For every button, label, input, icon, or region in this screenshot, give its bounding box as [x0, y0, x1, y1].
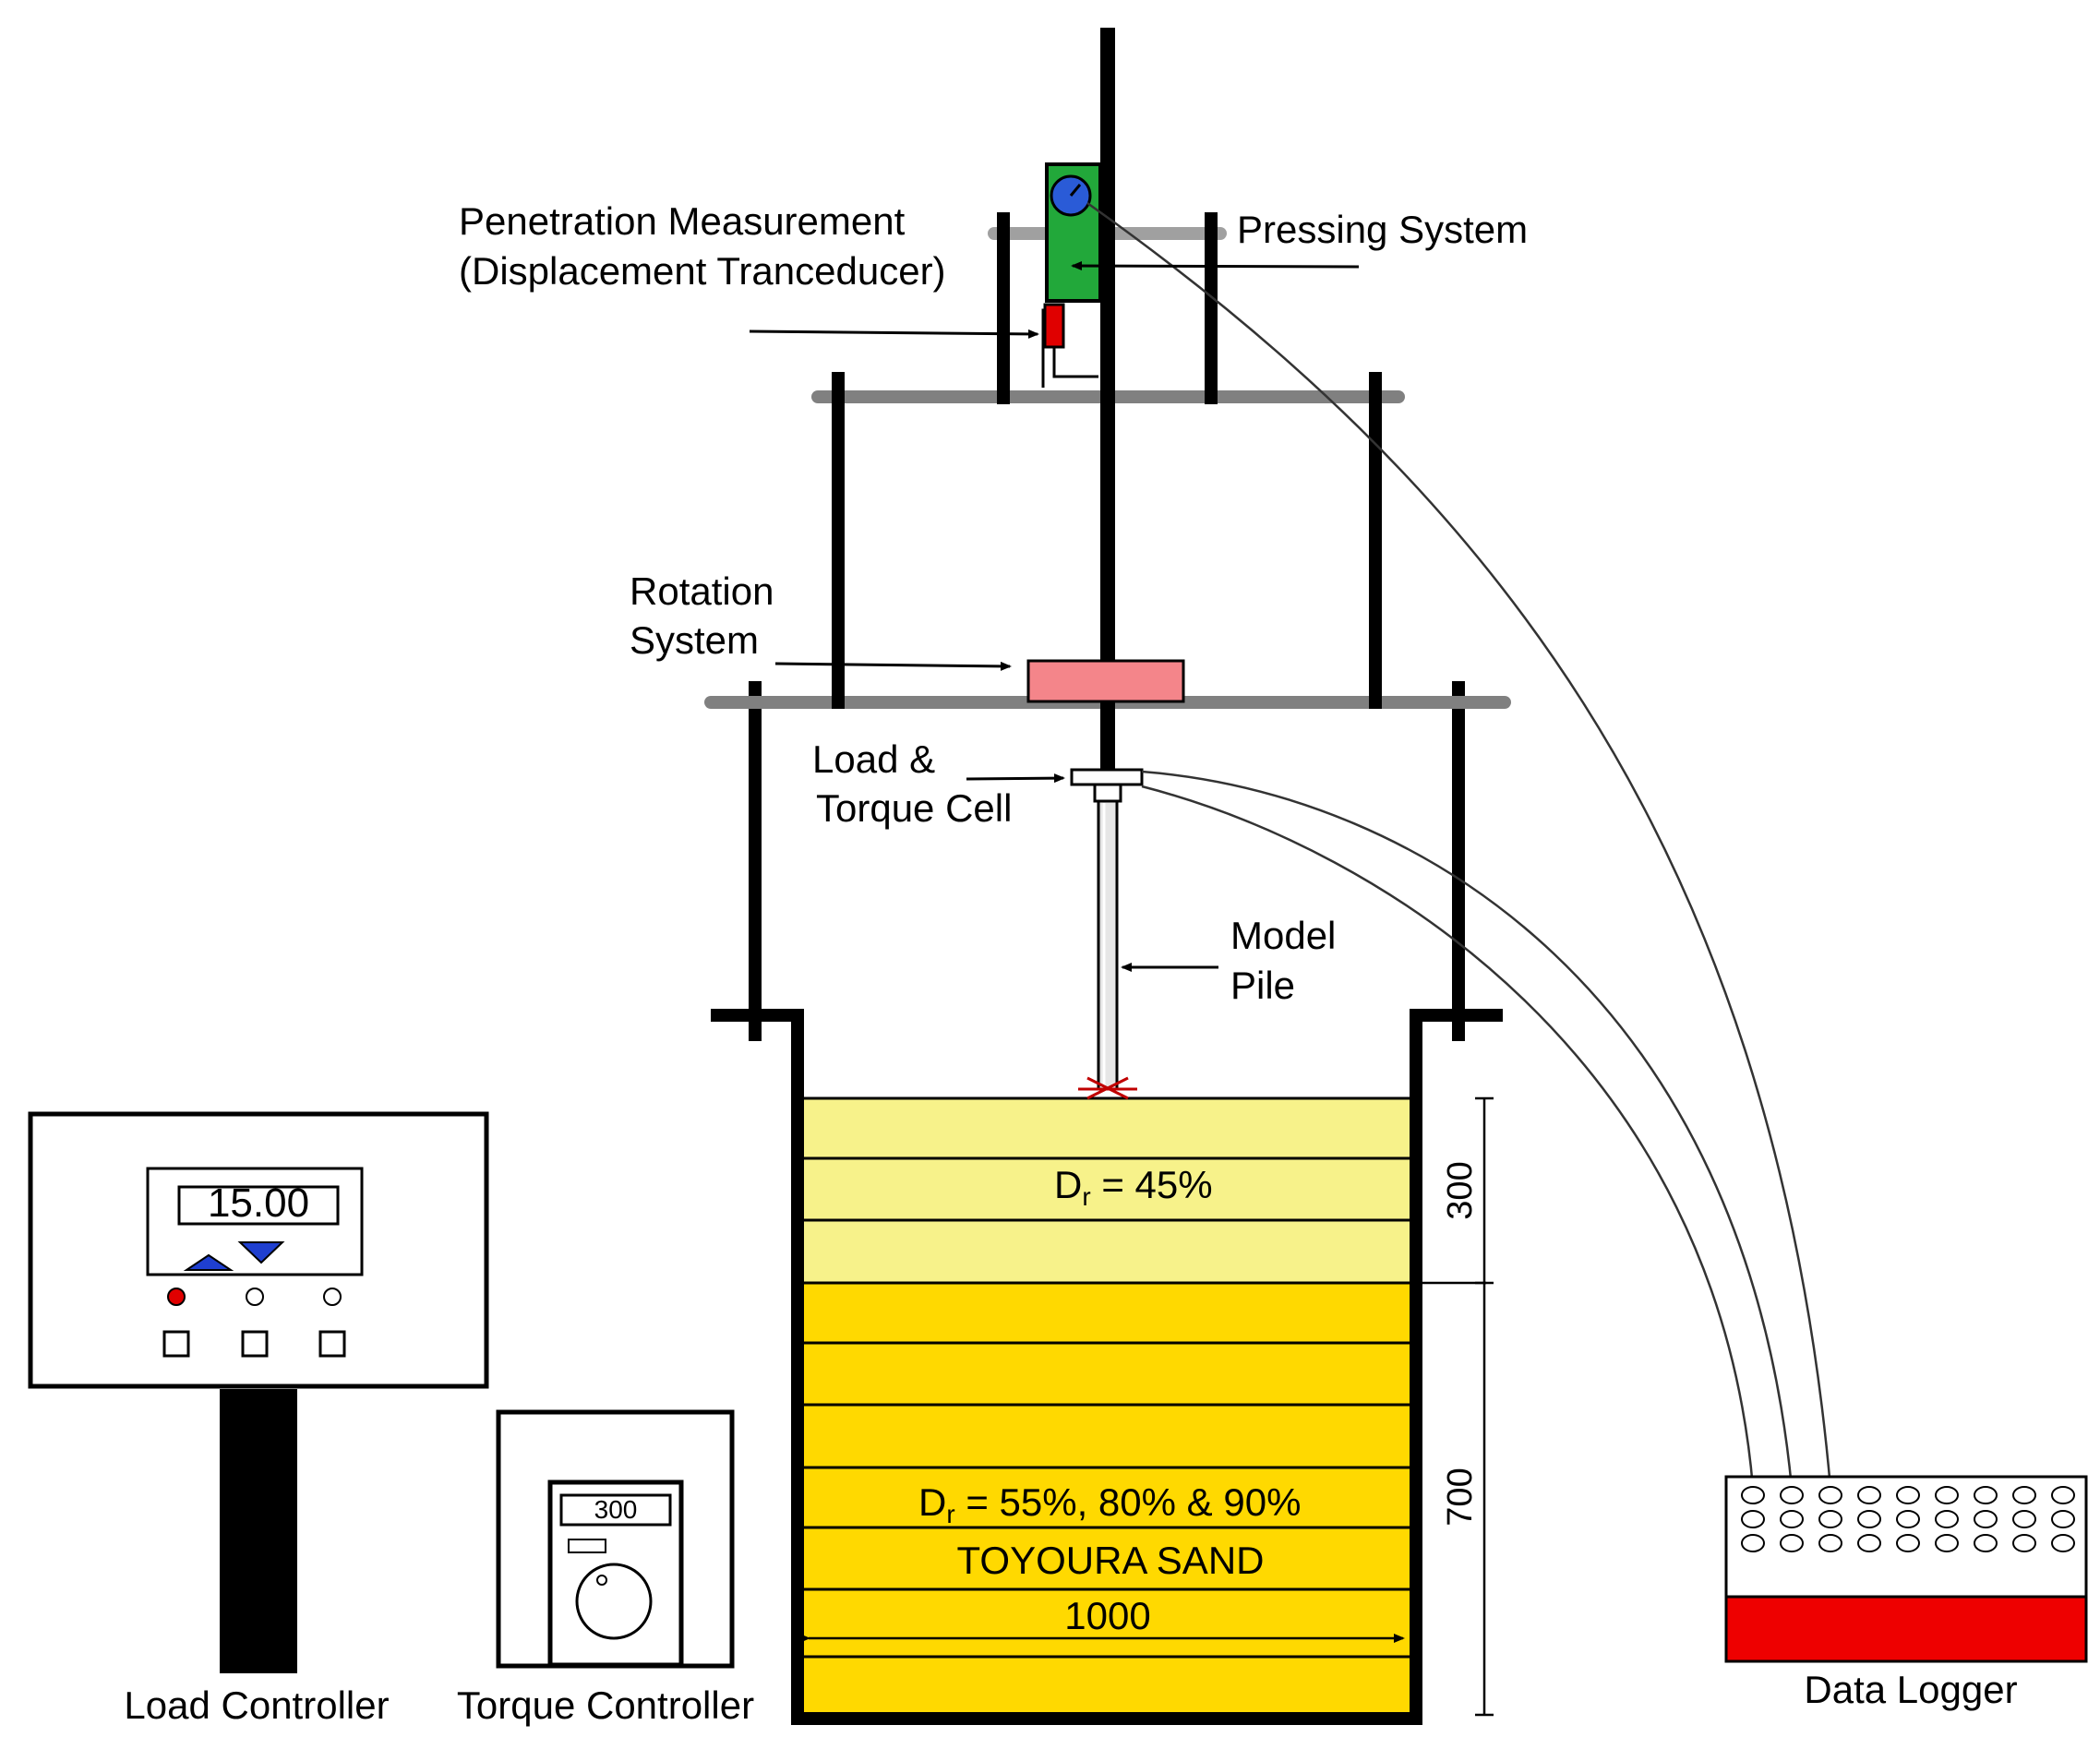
loadcell-label-line1: Load &: [812, 737, 935, 781]
triangle-up-icon[interactable]: [183, 1253, 234, 1271]
torque-display-value: 300: [594, 1495, 638, 1524]
load-controller: [28, 1111, 489, 1673]
arrow-loadcell: [966, 773, 1065, 784]
tank-wall: [711, 1009, 1503, 1725]
arrow-pressing: [1071, 261, 1360, 271]
logger-port: [1857, 1534, 1881, 1552]
logger-port: [2051, 1486, 2075, 1504]
pressing-system: [1041, 162, 1102, 388]
arrow-rotation: [774, 661, 1012, 671]
logger-port: [1780, 1486, 1804, 1504]
sand-layer-lines: [801, 1096, 1410, 1659]
loadcell-label-line2: Torque Cell: [816, 786, 1012, 830]
torque-controller: [496, 1409, 735, 1669]
load-display-screen: [177, 1185, 340, 1226]
lower-depth-dimension-label: 700: [1441, 1467, 1480, 1526]
logger-port: [1896, 1534, 1920, 1552]
logger-port: [1741, 1534, 1765, 1552]
indicator-led-3: [323, 1288, 342, 1306]
rotation-system-box: [1026, 659, 1185, 703]
logger-port: [2051, 1534, 2075, 1552]
displacement-transducer: [1043, 303, 1065, 349]
logger-port: [1857, 1486, 1881, 1504]
logger-port: [1741, 1486, 1765, 1504]
lower-layer-density-label: Dr = 55%, 80% & 90%: [918, 1480, 1301, 1528]
width-dimension-label: 1000: [1064, 1594, 1150, 1637]
dimension-lines: [799, 1096, 1494, 1717]
transducer-bracket: [1041, 308, 1098, 388]
logger-port: [2012, 1510, 2036, 1528]
indicator-led-2: [246, 1288, 264, 1306]
logger-port: [1974, 1486, 1998, 1504]
rotation-label-line1: Rotation: [630, 569, 774, 613]
pile-tip: [1078, 1076, 1137, 1100]
load-button-1[interactable]: [162, 1330, 190, 1358]
torque-knob-icon[interactable]: [575, 1563, 653, 1640]
load-torque-cell: [1070, 768, 1144, 803]
data-logger-bar: [1724, 1595, 2088, 1663]
pointer-arrows: [749, 261, 1360, 972]
load-button-3[interactable]: [318, 1330, 346, 1358]
logger-port: [1780, 1510, 1804, 1528]
logger-port: [1818, 1510, 1842, 1528]
logger-port: [1896, 1510, 1920, 1528]
upper-layer-density-label: Dr = 45%: [1054, 1163, 1213, 1211]
logger-port: [1935, 1510, 1959, 1528]
torque-small-slot: [568, 1539, 606, 1553]
logger-port: [1818, 1486, 1842, 1504]
signal-cables: [1086, 201, 1832, 1489]
lower-sand-layer: [801, 1283, 1410, 1717]
gauge-dial-icon: [1050, 174, 1092, 217]
torque-controller-label: Torque Controller: [457, 1683, 754, 1727]
load-button-2[interactable]: [241, 1330, 269, 1358]
logger-port: [1780, 1534, 1804, 1552]
logger-port: [1818, 1534, 1842, 1552]
load-controller-stand: [220, 1389, 297, 1673]
logger-ports: [1741, 1486, 2075, 1552]
logger-port: [2012, 1486, 2036, 1504]
indicator-led-red: [167, 1288, 186, 1306]
load-controller-label: Load Controller: [124, 1683, 389, 1727]
logger-port: [1741, 1510, 1765, 1528]
rotation-label-line2: System: [630, 618, 759, 662]
triangle-down-icon[interactable]: [237, 1241, 285, 1264]
logger-port: [1974, 1534, 1998, 1552]
arrow-transducer: [749, 329, 1039, 339]
torque-display-screen: [559, 1493, 672, 1527]
penetration-label-line2: (Displacement Tranceducer): [459, 249, 946, 293]
logger-port: [1935, 1486, 1959, 1504]
logger-port: [2012, 1534, 2036, 1552]
penetration-label-line1: Penetration Measurement: [459, 199, 906, 243]
model-pile: [1078, 799, 1137, 1100]
sand-tank: [711, 1009, 1503, 1725]
logger-port: [1935, 1534, 1959, 1552]
model-pile-label-line1: Model: [1230, 914, 1336, 957]
data-logger: [1724, 1475, 2088, 1663]
sand-name-label: TOYOURA SAND: [957, 1539, 1265, 1582]
load-display-value: 15.00: [208, 1180, 309, 1226]
logger-port: [1974, 1510, 1998, 1528]
data-logger-label: Data Logger: [1804, 1668, 2017, 1711]
logger-port: [2051, 1510, 2075, 1528]
logger-port: [1857, 1510, 1881, 1528]
pressing-system-label: Pressing System: [1237, 208, 1528, 251]
model-pile-label-line2: Pile: [1230, 964, 1295, 1007]
upper-depth-dimension-label: 300: [1441, 1161, 1480, 1219]
logger-port: [1896, 1486, 1920, 1504]
upper-sand-layer: [801, 1098, 1410, 1283]
